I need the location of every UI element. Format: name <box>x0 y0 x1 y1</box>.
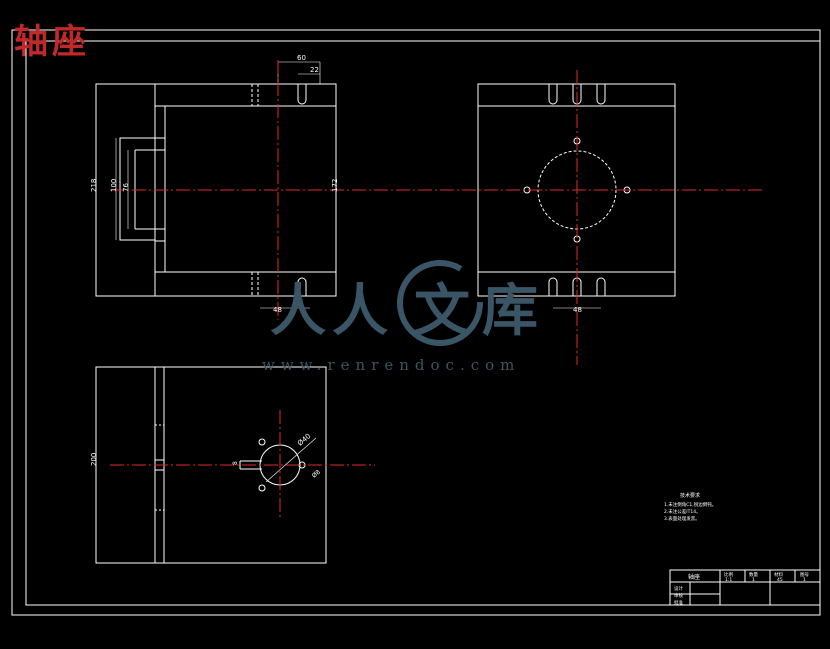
notes-line-2: 2.未注公差IT14。 <box>664 508 701 515</box>
drawing-title: 轴座 <box>14 22 90 62</box>
notes-heading: 技术要求 <box>680 492 700 499</box>
tb-part-name: 轴座 <box>688 573 700 581</box>
dim-hole-dia2: Ø8 <box>311 469 322 480</box>
tb-cell-0: 比例 <box>724 571 733 578</box>
tb-value-3: 1 <box>803 577 806 583</box>
tb-cell-3: 图号 <box>800 572 809 578</box>
dim-left-inner2: 76 <box>122 183 130 192</box>
watermark-char-2: 人 <box>332 278 388 344</box>
center-lines <box>110 60 765 520</box>
tb-value-1: 1 <box>752 577 755 583</box>
dim-hole-dia: Ø40 <box>296 432 312 447</box>
dim-left-outer: 218 <box>90 179 98 192</box>
dim-slot-width: 8 <box>232 461 239 465</box>
tb-value-2: 45 <box>777 577 783 583</box>
watermark-char-1: 人 <box>270 278 326 344</box>
inner-frame <box>25 40 821 606</box>
watermark-logo-icon <box>397 260 483 346</box>
notes-line-1: 1.未注倒角C1,锐边倒钝。 <box>664 501 716 508</box>
dim-body-height: 172 <box>331 179 339 192</box>
tb-cell-1: 数量 <box>749 571 758 578</box>
dim-top-outer: 60 <box>297 54 306 62</box>
watermark-char-4: 库 <box>482 278 538 344</box>
dim-bottom-view-height: 200 <box>90 453 98 466</box>
dim-top-inner: 22 <box>310 66 319 74</box>
tb-value-0: 1:1 <box>725 577 732 583</box>
watermark-url: www.renrendoc.com <box>262 356 521 374</box>
tb-row-2: 批准 <box>674 599 683 606</box>
notes-line-3: 3.表面处理发黑。 <box>664 515 700 522</box>
title-block <box>669 569 821 606</box>
tb-cell-2: 材料 <box>774 571 783 578</box>
watermark-char-3: 文 <box>414 278 470 344</box>
dim-left-inner: 100 <box>110 179 118 192</box>
dim-right-bottom: 48 <box>573 306 582 314</box>
tb-row-0: 设计 <box>674 585 683 592</box>
dim-bottom-offset: 48 <box>273 306 282 314</box>
tb-row-1: 审核 <box>674 592 683 599</box>
